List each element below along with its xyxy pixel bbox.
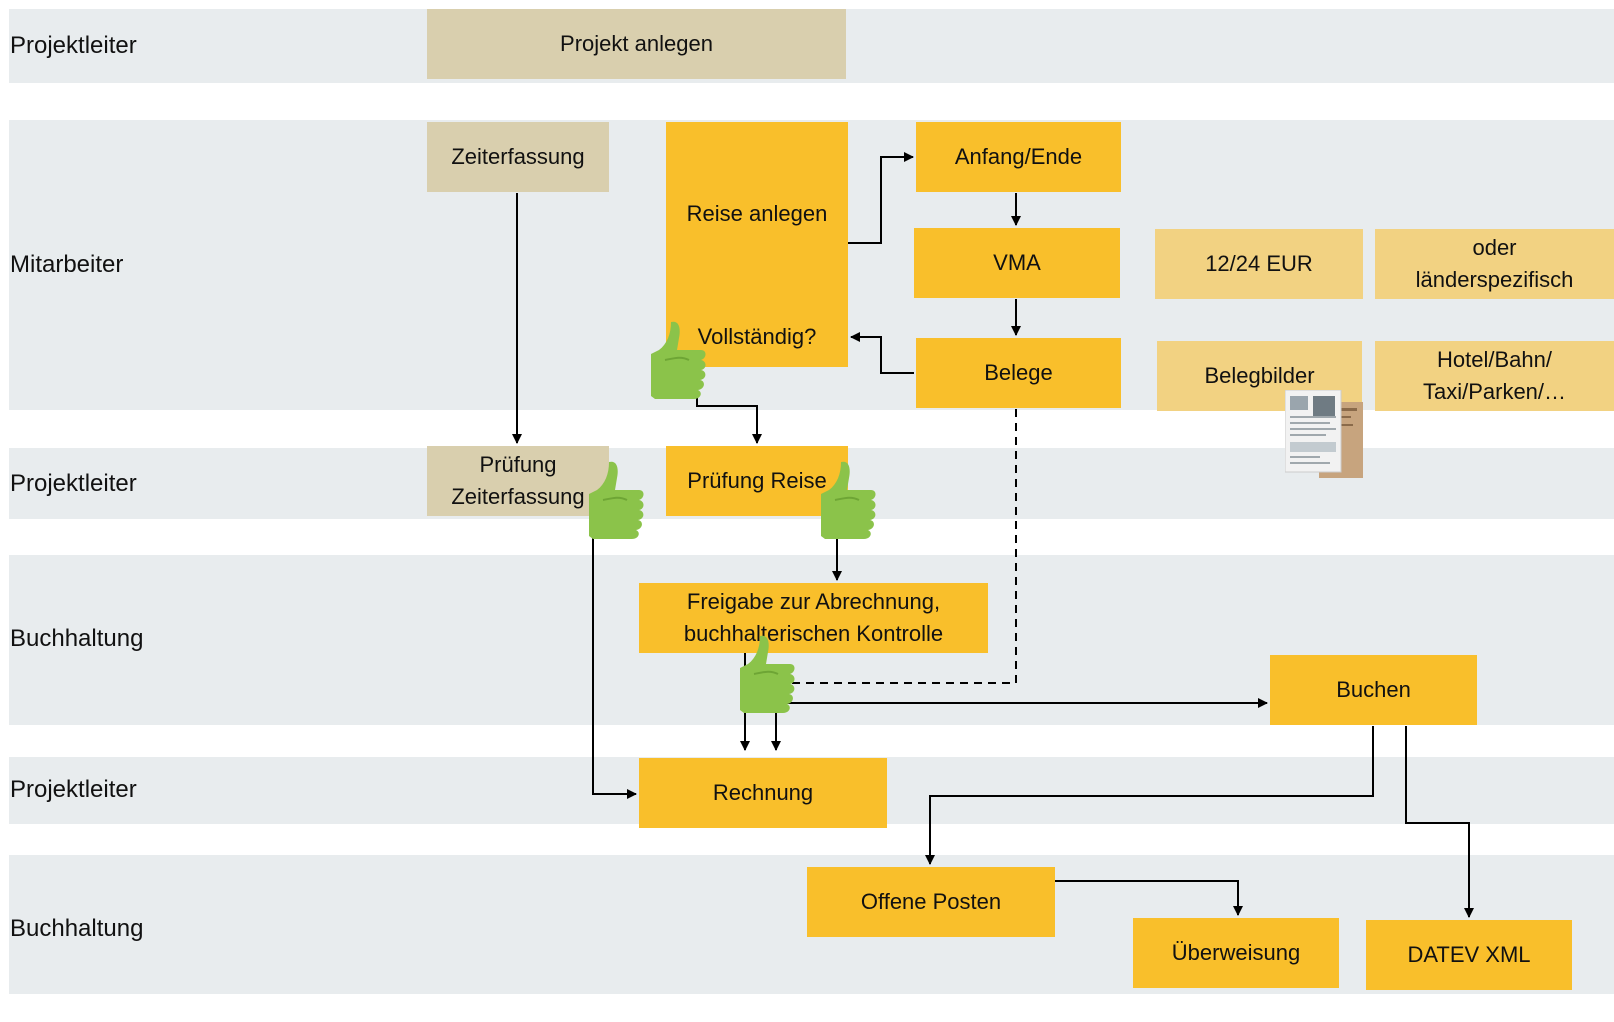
lane-label: Projektleiter bbox=[10, 470, 137, 497]
box-label: Buchen bbox=[1336, 677, 1411, 702]
reise-anlegen-box[interactable]: Reise anlegen Vollständig? bbox=[666, 122, 848, 367]
box-label: Zeiterfassung bbox=[451, 144, 585, 169]
ueberweisung-box[interactable]: Überweisung bbox=[1133, 918, 1339, 988]
box-label: Prüfung Reise bbox=[687, 468, 827, 493]
lane-label: Buchhaltung bbox=[10, 625, 144, 652]
projekt-anlegen-box[interactable]: Projekt anlegen bbox=[427, 9, 846, 79]
hotel-bahn-box: Hotel/Bahn/ Taxi/Parken/… bbox=[1375, 341, 1614, 411]
box-label: buchhalterischen Kontrolle bbox=[683, 621, 944, 646]
laenderspezifisch-box: oder länderspezifisch bbox=[1375, 229, 1614, 299]
box-label: DATEV XML bbox=[1407, 942, 1531, 967]
offene-posten-box[interactable]: Offene Posten bbox=[807, 867, 1055, 937]
box-label: Belege bbox=[984, 360, 1053, 385]
buchen-box[interactable]: Buchen bbox=[1270, 655, 1477, 725]
box-label: Belegbilder bbox=[1204, 363, 1315, 388]
vollstaendig-label: Vollständig? bbox=[697, 324, 817, 349]
box-label: VMA bbox=[993, 250, 1041, 275]
belegbilder-box: Belegbilder bbox=[1157, 341, 1362, 411]
zeiterfassung-box[interactable]: Zeiterfassung bbox=[427, 122, 609, 192]
freigabe-box[interactable]: Freigabe zur Abrechnung, buchhalterische… bbox=[639, 583, 988, 653]
rechnung-box[interactable]: Rechnung bbox=[639, 758, 887, 828]
eur-box: 12/24 EUR bbox=[1155, 229, 1363, 299]
thumbs-up-icon bbox=[740, 635, 795, 713]
pruefung-zeiterfassung-box[interactable]: Prüfung Zeiterfassung bbox=[427, 446, 609, 516]
box-label: Prüfung bbox=[479, 452, 557, 477]
box-label: Taxi/Parken/… bbox=[1422, 379, 1567, 404]
box-label: Zeiterfassung bbox=[451, 484, 585, 509]
box-label: Rechnung bbox=[712, 780, 814, 805]
thumbs-up-icon bbox=[589, 461, 644, 539]
box-label: Hotel/Bahn/ bbox=[1437, 347, 1552, 372]
box-label: Freigabe zur Abrechnung, bbox=[686, 589, 941, 614]
lane-label: Mitarbeiter bbox=[10, 251, 124, 278]
box-label: Reise anlegen bbox=[686, 201, 828, 226]
box-label: länderspezifisch bbox=[1415, 267, 1574, 292]
box-label: Überweisung bbox=[1171, 940, 1301, 965]
datev-box[interactable]: DATEV XML bbox=[1366, 920, 1572, 990]
thumbs-up-icon bbox=[651, 321, 706, 399]
thumbs-up-icon bbox=[821, 461, 876, 539]
box-label: Offene Posten bbox=[860, 889, 1002, 914]
lane-label: Projektleiter bbox=[10, 32, 137, 59]
box-label: 12/24 EUR bbox=[1205, 251, 1313, 276]
belege-box[interactable]: Belege bbox=[916, 338, 1121, 408]
lane-label: Buchhaltung bbox=[10, 915, 144, 942]
vma-box[interactable]: VMA bbox=[914, 228, 1120, 298]
receipt-image bbox=[1285, 390, 1363, 478]
anfang-ende-box[interactable]: Anfang/Ende bbox=[916, 122, 1121, 192]
box-label: Anfang/Ende bbox=[954, 144, 1083, 169]
box-label: oder bbox=[1472, 235, 1517, 260]
box-label: Projekt anlegen bbox=[560, 31, 713, 56]
lane-label: Projektleiter bbox=[10, 776, 137, 803]
